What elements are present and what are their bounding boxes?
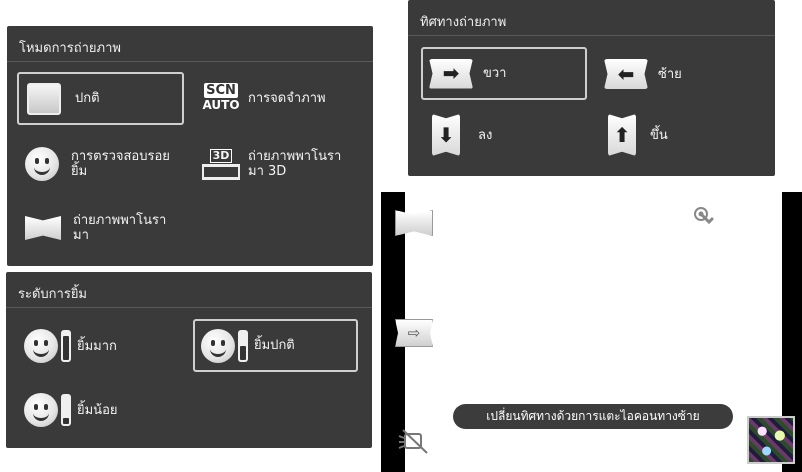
touch-icon[interactable] (693, 206, 715, 226)
direction-right-label: ขวา (483, 66, 507, 81)
mode-normal-label: ปกติ (75, 91, 100, 106)
smile-big-item[interactable]: ยิ้มมาก (24, 324, 184, 368)
direction-up-item[interactable]: ⬆ ขึ้น (608, 112, 758, 158)
3d-badge-text: 3D (209, 148, 233, 163)
shooting-mode-title: โหมดการถ่ายภาพ (19, 41, 121, 56)
mode-panorama-3d-label: ถ่ายภาพพาโนรามา 3D (248, 149, 342, 179)
last-photo-thumbnail[interactable] (747, 416, 795, 464)
mode-panorama-3d-item[interactable]: 3D ถ่ายภาพพาโนรามา 3D (202, 142, 367, 186)
smile-small-icon (24, 393, 58, 427)
divider (6, 307, 372, 308)
smile-big-icon (24, 329, 58, 363)
smile-level-title: ระดับการยิ้ม (18, 287, 87, 302)
mode-scene-recognition-item[interactable]: SCN AUTO การจดจำภาพ (202, 78, 367, 118)
mode-smile-detection-item[interactable]: การตรวจสอบรอยยิ้ม (25, 142, 195, 186)
smile-normal-meter (238, 329, 248, 362)
smile-small-label: ยิ้มน้อย (77, 402, 118, 418)
smile-big-meter (61, 330, 71, 362)
shooting-mode-panel: โหมดการถ่ายภาพ ปกติ SCN AUTO การจดจำภาพ … (7, 26, 373, 266)
arrow-down-icon: ⬇ (432, 114, 460, 156)
flash-off-icon[interactable] (397, 426, 431, 456)
divider (7, 61, 373, 62)
mode-smile-detection-label: การตรวจสอบรอยยิ้ม (71, 149, 170, 179)
shooting-direction-title: ทิศทางถ่ายภาพ (420, 15, 507, 30)
direction-left-item[interactable]: ⬅ ซ้าย (604, 52, 764, 96)
camera-viewfinder: ⇨ เปลี่ยนทิศทางด้วยการแตะไอคอนทางซ้าย (381, 192, 802, 472)
direction-up-label: ขึ้น (650, 127, 668, 143)
scn-badge-text: SCN (204, 83, 238, 98)
direction-down-label: ลง (478, 127, 493, 143)
direction-down-item[interactable]: ⬇ ลง (432, 112, 582, 158)
shooting-direction-panel: ทิศทางถ่ายภาพ ➡ ขวา ⬅ ซ้าย ⬇ ลง ⬆ ขึ้น (408, 0, 775, 176)
normal-mode-icon (27, 82, 61, 116)
mode-panorama-item[interactable]: ถ่ายภาพพาโนรามา (25, 206, 195, 250)
arrow-right-icon: ➡ (429, 58, 473, 89)
smile-big-label: ยิ้มมาก (77, 338, 117, 354)
direction-hint-toast: เปลี่ยนทิศทางด้วยการแตะไอคอนทางซ้าย (453, 404, 733, 429)
mode-normal-item[interactable]: ปกติ (17, 72, 184, 125)
smile-normal-label: ยิ้มปกติ (254, 338, 295, 353)
mode-scene-recognition-label: การจดจำภาพ (248, 90, 326, 106)
smile-face-icon (25, 147, 59, 181)
scn-auto-icon: SCN AUTO (202, 83, 240, 113)
direction-left-label: ซ้าย (658, 66, 682, 82)
mode-panorama-label: ถ่ายภาพพาโนรามา (73, 213, 167, 243)
smile-normal-icon (201, 328, 235, 363)
arrow-left-icon: ⬅ (604, 59, 648, 89)
arrow-up-icon: ⬆ (608, 114, 636, 156)
smile-small-item[interactable]: ยิ้มน้อย (24, 388, 184, 432)
preview-area[interactable] (405, 192, 782, 472)
panorama-icon (25, 216, 61, 240)
smile-level-panel: ระดับการยิ้ม ยิ้มมาก ยิ้มปกติ ยิ้มน้อย (6, 272, 372, 448)
direction-right-item[interactable]: ➡ ขวา (421, 47, 587, 100)
smile-normal-item[interactable]: ยิ้มปกติ (193, 319, 358, 372)
panorama-3d-icon: 3D (202, 148, 240, 180)
auto-badge-text: AUTO (202, 98, 240, 112)
smile-small-meter (61, 394, 71, 426)
divider (408, 35, 775, 36)
direction-right-icon[interactable]: ⇨ (395, 319, 433, 347)
